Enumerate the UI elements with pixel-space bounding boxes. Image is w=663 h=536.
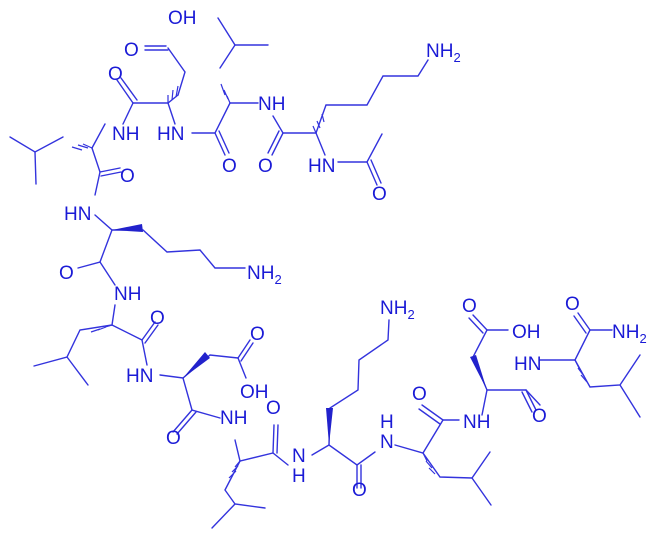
label-o8: O — [150, 308, 165, 329]
label-o11: O — [166, 428, 181, 449]
label-o6: O — [120, 166, 135, 187]
label-o10: O — [266, 398, 281, 419]
bonds — [9, 17, 641, 529]
label-o3: O — [222, 156, 237, 177]
label-o15: O — [532, 406, 547, 427]
label-oh2: OH — [240, 382, 269, 403]
label-nh3: NH — [114, 284, 141, 305]
label-o12: O — [352, 480, 367, 501]
label-nh2a: NH2 — [426, 41, 461, 65]
label-o4: O — [258, 156, 273, 177]
label-h5: H — [292, 466, 306, 487]
atom-labels: OH O O NH HN NH O O HN O NH2 O HN NH2 O … — [59, 8, 647, 501]
label-o2: O — [108, 64, 123, 85]
label-h6: H — [380, 412, 394, 433]
label-nh2d: NH2 — [612, 322, 647, 346]
label-o9: O — [250, 324, 265, 345]
label-hn3: HN — [64, 204, 91, 225]
label-o7: O — [59, 263, 74, 284]
label-oh1: OH — [168, 8, 197, 29]
stereo-wedges — [71, 83, 588, 479]
label-o13: O — [412, 384, 427, 405]
label-hn1: HN — [157, 124, 184, 145]
label-nh2c: NH2 — [380, 298, 415, 322]
label-hn4: HN — [126, 366, 153, 387]
label-hn2: HN — [308, 156, 335, 177]
label-n5: N — [292, 446, 306, 467]
label-o16: O — [565, 294, 580, 315]
label-nh1: NH — [112, 124, 139, 145]
label-hn8: HN — [514, 354, 541, 375]
label-o1: O — [124, 40, 139, 61]
label-o5: O — [372, 184, 387, 205]
label-nh2b: NH2 — [247, 263, 282, 287]
label-nh2: NH — [258, 94, 285, 115]
label-n6: N — [380, 432, 394, 453]
label-oh3: OH — [512, 322, 541, 343]
label-o14: O — [462, 296, 477, 317]
label-nh4: NH — [220, 408, 247, 429]
label-nh7: NH — [463, 412, 490, 433]
